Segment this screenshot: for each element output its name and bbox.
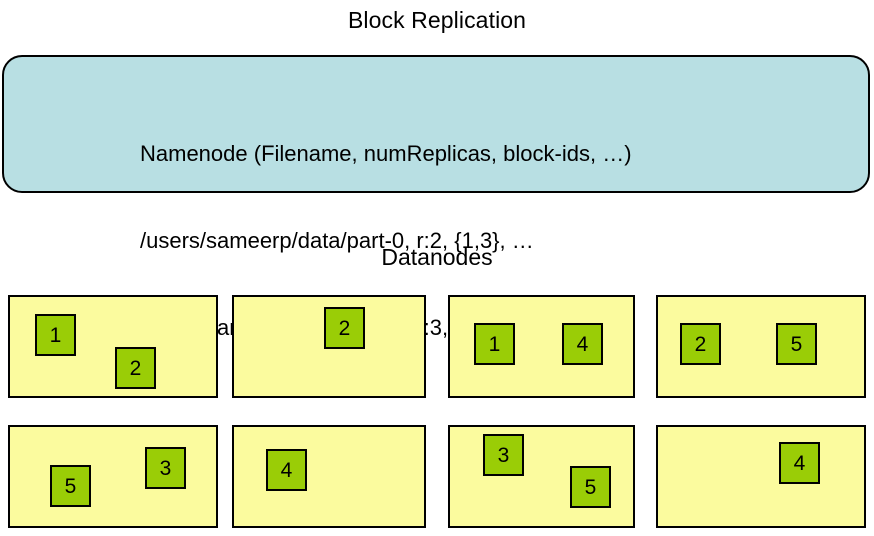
- block-1[interactable]: 1: [35, 314, 76, 356]
- block-1[interactable]: 1: [474, 323, 515, 365]
- block-5[interactable]: 5: [570, 466, 611, 508]
- datanode-6[interactable]: 4: [232, 425, 426, 528]
- block-4[interactable]: 4: [779, 442, 820, 484]
- block-4[interactable]: 4: [266, 449, 307, 491]
- block-2[interactable]: 2: [115, 347, 156, 389]
- block-3[interactable]: 3: [145, 447, 186, 489]
- namenode-line-part-0: /users/sameerp/data/part-0, r:2, {1,3}, …: [140, 228, 534, 253]
- block-3[interactable]: 3: [483, 434, 524, 476]
- block-5[interactable]: 5: [50, 465, 91, 507]
- block-4[interactable]: 4: [562, 323, 603, 365]
- namenode-line-header: Namenode (Filename, numReplicas, block-i…: [140, 141, 632, 166]
- block-5[interactable]: 5: [776, 323, 817, 365]
- page-title: Block Replication: [347, 7, 527, 33]
- datanode-2[interactable]: 2: [232, 295, 426, 398]
- block-2[interactable]: 2: [680, 323, 721, 365]
- datanode-8[interactable]: 4: [656, 425, 866, 528]
- datanodes-section-label: Datanodes: [381, 244, 493, 270]
- block-2[interactable]: 2: [324, 307, 365, 349]
- namenode-panel: Namenode (Filename, numReplicas, block-i…: [2, 55, 870, 340]
